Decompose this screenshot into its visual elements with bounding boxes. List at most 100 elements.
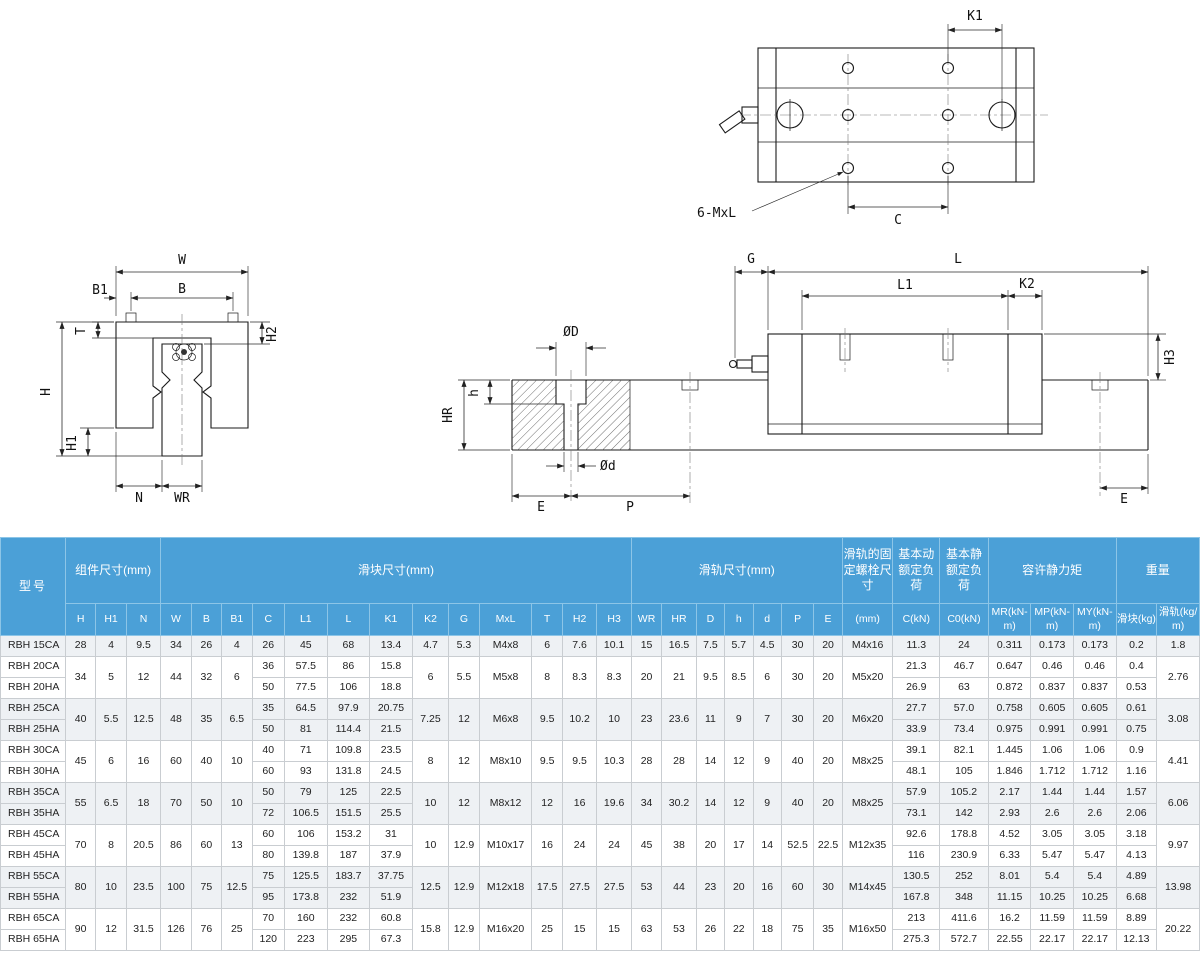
cell-model: RBH 55CA [0,866,66,888]
cell-C_kN: 116 [892,845,941,867]
cell-block_kg: 12.13 [1115,929,1158,951]
cell-C0_kN: 411.6 [939,908,989,930]
cell-HR: 53 [661,908,697,951]
cell-MP: 1.06 [1030,740,1074,762]
dim-label-w: W [178,253,186,268]
cell-MR: 0.975 [987,719,1032,741]
cell-WR: 63 [630,908,663,951]
cell-MP: 0.991 [1030,719,1074,741]
cell-H3: 19.6 [596,782,632,825]
cell-K1: 21.5 [369,719,413,741]
cell-E: 20 [813,698,843,741]
cell-block_kg: 1.57 [1115,782,1158,804]
cell-G: 5.5 [448,656,480,699]
cell-C: 40 [251,740,285,762]
cell-H1: 6.5 [95,782,127,825]
column-header: C0(kN) [939,603,989,636]
cell-H1: 8 [95,824,127,867]
column-header: G [448,603,480,636]
cell-K2: 4.7 [411,635,450,657]
cell-rail_kgm: 6.06 [1156,782,1200,825]
cell-H1: 4 [95,635,127,657]
cell-H: 34 [64,656,97,699]
cell-H3: 15 [596,908,632,951]
cell-H: 40 [64,698,97,741]
cell-K1: 37.75 [369,866,413,888]
cell-C0_kN: 73.4 [939,719,989,741]
cell-MP: 0.605 [1030,698,1074,720]
cell-model: RBH 35CA [0,782,66,804]
spec-table-head: 型号组件尺寸(mm)滑块尺寸(mm)滑轨尺寸(mm)滑轨的固定螺栓尺寸基本动额定… [0,537,1200,636]
cell-WR: 28 [630,740,663,783]
cell-C_kN: 213 [892,908,941,930]
cell-L: 232 [326,887,371,909]
cell-h: 8.5 [724,656,754,699]
cell-C0_kN: 105 [939,761,989,783]
cell-block_kg: 0.9 [1115,740,1158,762]
cell-bolt: M6x20 [841,698,894,741]
dim-label-t: T [74,327,89,335]
cell-H3: 10.3 [596,740,632,783]
cell-P: 75 [780,908,815,951]
dim-label-l: L [954,252,962,267]
cell-H3: 10 [596,698,632,741]
cell-WR: 53 [630,866,663,909]
cell-WR: 34 [630,782,663,825]
cell-MxL: M16x20 [478,908,533,951]
cell-C_kN: 130.5 [892,866,941,888]
dim-label-e-left: E [537,500,545,515]
cell-rail_kgm: 9.97 [1156,824,1200,867]
cell-C_kN: 73.1 [892,803,941,825]
cell-bolt: M16x50 [841,908,894,951]
column-header: B [190,603,223,636]
cell-model: RBH 15CA [0,635,66,657]
cell-MxL: M10x17 [478,824,533,867]
cell-MR: 8.01 [987,866,1032,888]
cell-L1: 93 [283,761,328,783]
cell-H2: 27.5 [561,866,598,909]
cell-W: 70 [160,782,192,825]
cell-h: 17 [724,824,754,867]
cell-L1: 223 [283,929,328,951]
dim-label-h2: H2 [265,326,280,342]
cell-T: 9.5 [531,740,563,783]
cell-C: 36 [251,656,285,678]
cell-K1: 23.5 [369,740,413,762]
cell-D: 20 [695,824,726,867]
cell-MP: 5.4 [1030,866,1074,888]
column-header: MY(kN-m) [1072,603,1117,636]
cell-block_kg: 4.13 [1115,845,1158,867]
cell-h: 22 [724,908,754,951]
cell-MxL: M4x8 [478,635,533,657]
cell-h: 20 [724,866,754,909]
cell-H: 45 [64,740,97,783]
cell-L: 131.8 [326,761,371,783]
cell-C_kN: 27.7 [892,698,941,720]
cell-HR: 44 [661,866,697,909]
cell-L: 125 [326,782,371,804]
cell-L: 187 [326,845,371,867]
column-header: WR [630,603,663,636]
cell-K1: 13.4 [369,635,413,657]
cell-G: 12.9 [448,824,480,867]
cell-C: 50 [251,719,285,741]
column-group-header: 滑轨尺寸(mm) [630,537,843,604]
cell-MR: 1.445 [987,740,1032,762]
dim-label-dia-d: ØD [563,325,579,340]
dim-label-hr: HR [441,407,456,423]
column-header: L [326,603,371,636]
cell-B: 32 [190,656,223,699]
plan-view-diagram: K1 C 6-MxL [697,9,1048,228]
column-header: MR(kN-m) [987,603,1032,636]
cell-H: 28 [64,635,97,657]
column-header: 滑块(kg) [1115,603,1158,636]
cell-G: 12.9 [448,866,480,909]
cell-MP: 2.6 [1030,803,1074,825]
grease-nipple-icon [728,355,769,373]
column-header: N [125,603,162,636]
